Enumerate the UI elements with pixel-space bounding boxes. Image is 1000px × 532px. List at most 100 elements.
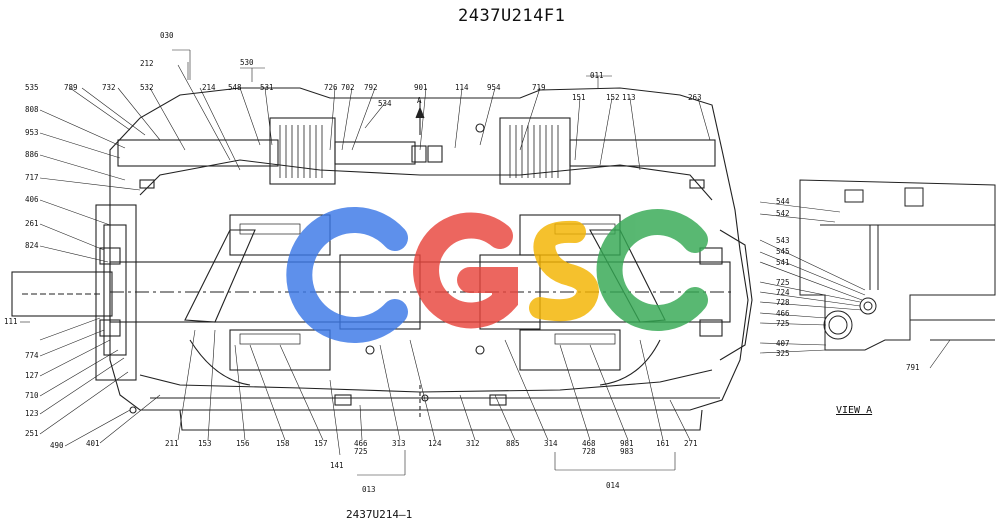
callout-271: 271: [684, 439, 698, 448]
drawing-title: 2437U214F1: [458, 6, 566, 26]
bearing-front: [99, 247, 121, 265]
callout-114: 114: [455, 83, 469, 92]
callout-728-bottom: 728: [582, 447, 596, 456]
callout-728-view: 728: [776, 298, 790, 307]
view-a-body: [799, 179, 996, 351]
view-a-label: VIEW A: [836, 405, 873, 416]
bearing-front-lower: [99, 319, 121, 337]
callout-886: 886: [25, 150, 39, 159]
callout-885: 885: [506, 439, 520, 448]
watermark-letter-s: [529, 220, 599, 322]
callout-325: 325: [776, 349, 790, 358]
callout-314: 314: [544, 439, 558, 448]
callout-312: 312: [466, 439, 480, 448]
bearing-rear: [699, 247, 723, 265]
callout-953: 953: [25, 128, 39, 137]
adjust-rod-right: [569, 139, 716, 167]
adjust-rod-mid: [334, 141, 416, 165]
housing-inner-lower: [139, 369, 713, 393]
callout-111: 111: [4, 317, 18, 326]
shaft-input: [11, 271, 113, 317]
callout-791: 791: [906, 363, 920, 372]
callout-725-view: 725: [776, 278, 790, 287]
drawing-footer-code: 2437U214—1: [346, 508, 413, 521]
callout-726-top: 726: [324, 83, 338, 92]
spring-housing-right: [499, 117, 571, 185]
callout-123: 123: [25, 409, 39, 418]
adjust-rod-left: [117, 139, 279, 167]
callout-530: 530: [240, 58, 254, 67]
callout-808: 808: [25, 105, 39, 114]
callout-717: 717: [25, 173, 39, 182]
callout-732: 732: [102, 83, 116, 92]
callout-981: 981: [620, 439, 634, 448]
callout-954: 954: [487, 83, 501, 92]
callout-543: 543: [776, 236, 790, 245]
callout-263: 263: [688, 93, 702, 102]
callout-211: 211: [165, 439, 179, 448]
watermark-logo: [286, 207, 708, 343]
callout-983: 983: [620, 447, 634, 456]
callout-124: 124: [428, 439, 442, 448]
watermark-letter-c2: [596, 209, 708, 331]
callout-011: 011: [590, 71, 604, 80]
callout-013: 013: [362, 485, 376, 494]
callout-261: 261: [25, 219, 39, 228]
callout-014: 014: [606, 481, 620, 490]
callout-531: 531: [260, 83, 274, 92]
callout-406: 406: [25, 195, 39, 204]
callout-466-view: 466: [776, 309, 790, 318]
callout-901: 901: [414, 83, 428, 92]
callout-532: 532: [140, 83, 154, 92]
callout-161: 161: [656, 439, 670, 448]
callout-127: 127: [25, 371, 39, 380]
callout-824: 824: [25, 241, 39, 250]
callout-724: 724: [776, 288, 790, 297]
callout-490: 490: [50, 441, 64, 450]
housing-outline: [109, 87, 749, 411]
callout-535: 535: [25, 83, 39, 92]
callout-544: 544: [776, 197, 790, 206]
callout-468: 468: [582, 439, 596, 448]
front-flange: [103, 224, 127, 356]
callout-407: 407: [776, 339, 790, 348]
callout-313: 313: [392, 439, 406, 448]
callout-710: 710: [25, 391, 39, 400]
callout-251: 251: [25, 429, 39, 438]
housing-inner-upper: [139, 159, 713, 201]
callout-401: 401: [86, 439, 100, 448]
cylinder-block-left-lower: [229, 329, 331, 371]
callout-156: 156: [236, 439, 250, 448]
callout-725-bottom: 725: [354, 447, 368, 456]
callout-719: 719: [532, 83, 546, 92]
watermark-letter-g: [413, 212, 518, 329]
callout-792: 792: [364, 83, 378, 92]
callout-113: 113: [622, 93, 636, 102]
callout-151: 151: [572, 93, 586, 102]
section-marker: A: [417, 96, 422, 105]
bearing-rear-lower: [699, 319, 723, 337]
callout-152-top: 152: [606, 93, 620, 102]
callout-542: 542: [776, 209, 790, 218]
callout-548: 548: [228, 83, 242, 92]
swash-plate-left: [184, 229, 256, 323]
callout-545: 545: [776, 247, 790, 256]
callout-212: 212: [140, 59, 154, 68]
callout-789: 789: [64, 83, 78, 92]
callout-141: 141: [330, 461, 344, 470]
callout-541: 541: [776, 258, 790, 267]
housing-base-lower: [179, 409, 703, 431]
callout-030: 030: [160, 31, 174, 40]
cylinder-block-right-lower: [519, 329, 621, 371]
watermark-letter-c1: [286, 207, 408, 343]
callout-702: 702: [341, 83, 355, 92]
callout-774: 774: [25, 351, 39, 360]
callout-153: 153: [198, 439, 212, 448]
callout-214: 214: [202, 83, 216, 92]
callout-725-view-lower: 725: [776, 319, 790, 328]
rear-boss: [719, 229, 753, 361]
callout-157: 157: [314, 439, 328, 448]
callout-534: 534: [378, 99, 392, 108]
